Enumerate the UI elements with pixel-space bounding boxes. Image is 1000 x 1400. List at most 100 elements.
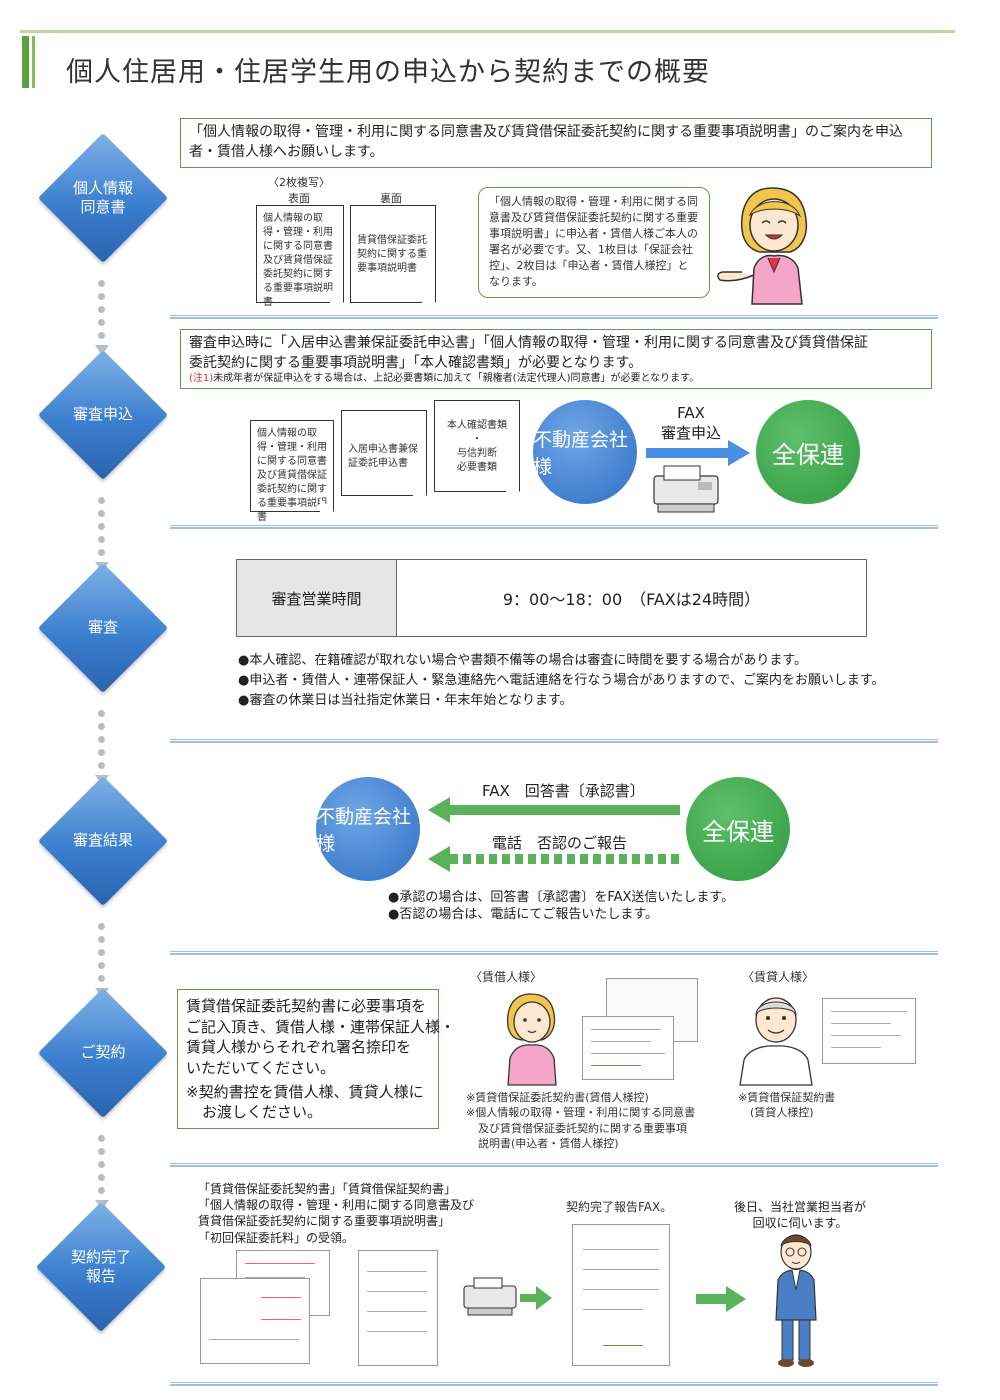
contract-thumbnail: [582, 1016, 674, 1080]
contract-guide-note: ※契約書控を賃借人様、賃貸人様に: [186, 1082, 424, 1101]
speech-bubble-text: 「個人情報の取得・管理・利用に関する同意書及び賃貸借保証委託契約に関する重要事項…: [489, 195, 698, 288]
copy-note: 〈2枚複写〉: [268, 176, 330, 189]
title-accent-bar-thin: [32, 36, 35, 88]
title-accent-bar: [22, 36, 29, 88]
business-hours-table: 審査営業時間 9：00～18：00 （FAXは24時間）: [236, 559, 867, 637]
left-arrow-icon: [428, 797, 680, 823]
list-item: ●否認の場合は、電話にてご報告いたします。: [388, 907, 659, 923]
staff-line: 後日、当社営業担当者が: [733, 1200, 866, 1214]
step-diamond-application: 審査申込: [37, 349, 169, 481]
real-estate-agency-circle: 不動産会社様: [316, 777, 420, 881]
step-connector: [95, 923, 109, 998]
real-estate-agency-circle: 不動産会社様: [533, 400, 637, 504]
application-guide-line1: 審査申込時に「入居申込書兼保証委託申込書」「個人情報の取得・管理・利用に関する同…: [189, 335, 868, 351]
landlord-notes: ※賃貸借保証契約書 (賃貸人様控): [738, 1090, 835, 1121]
list-item: (賃貸人様控): [750, 1106, 814, 1120]
list-item: ※賃貸借保証契約書: [738, 1091, 836, 1104]
section-divider: [170, 1163, 938, 1167]
dashed-left-arrow-icon: [428, 846, 680, 872]
consent-guide-box: 「個人情報の取得・管理・利用に関する同意書及び賃貸借保証委託契約に関する重要事項…: [180, 118, 932, 168]
completion-report-thumbnail: [572, 1224, 670, 1366]
step-connector: [95, 710, 109, 785]
company-label: 全保連: [702, 817, 774, 846]
right-arrow-icon: [696, 1286, 746, 1312]
section-divider: [170, 951, 938, 955]
contract-thumbnail: [358, 1250, 438, 1366]
step-diamond-consent: 個人情報同意書: [37, 132, 169, 264]
contract-guide-line: いただいてください。: [186, 1059, 336, 1078]
contract-thumbnail: [200, 1278, 310, 1364]
step-diamond-completion: 契約完了報告: [35, 1201, 167, 1333]
consent-guide-text: 「個人情報の取得・管理・利用に関する同意書及び賃貸借保証委託契約に関する重要事項…: [189, 124, 903, 160]
contract-guide-note-2: お渡しください。: [202, 1103, 323, 1122]
consent-form-back-text: 賃貸借保証委託契約に関する重要事項説明書: [357, 235, 427, 274]
business-hours-label: 審査営業時間: [237, 560, 397, 636]
fax-application-label: FAX 審査申込: [660, 404, 722, 443]
application-form-doc: 入居申込書兼保証委託申込書: [341, 410, 427, 496]
received-line: 賃貸借保証委託契約に関する重要事項説明書」: [198, 1214, 451, 1229]
note-prefix: (注1): [189, 373, 214, 385]
minor-note-text: 未成年者が保証申込をする場合は、上記必要書類に加えて「親権者(法定代理人)同意書…: [213, 373, 700, 385]
received-line: 「初回保証委託料」の受領。: [198, 1230, 355, 1245]
step-label: 審査: [87, 618, 118, 637]
review-notes: ●本人確認、在籍確認が取れない場合や書類不備等の場合は審査に時間を要する場合があ…: [238, 651, 885, 711]
contract-guide-line: 賃貸人様からそれぞれ署名捺印を: [186, 1038, 412, 1057]
id-doc-line3: 与信判断: [457, 448, 497, 459]
tenant-label: 〈賃借人様〉: [470, 970, 543, 984]
zenhoren-circle: 全保連: [686, 777, 790, 881]
zenhoren-circle: 全保連: [756, 400, 860, 504]
received-documents-text: 「賃貸借保証委託契約書」「賃貸借保証契約書」 「個人情報の取得・管理・利用に関す…: [198, 1181, 474, 1246]
fax-label: FAX: [677, 404, 705, 422]
fax-machine-icon: [463, 1277, 552, 1316]
tenant-notes: ※賃貸借保証委託契約書(賃借人様控) ※個人情報の取得・管理・利用に関する同意書…: [466, 1090, 695, 1152]
step-connector: [95, 497, 109, 572]
id-doc-line4: 必要書類: [457, 462, 497, 473]
consent-form-back: 賃貸借保証委託契約に関する重要事項説明書: [350, 205, 436, 303]
front-label: 表面: [288, 192, 310, 205]
step-label: 審査申込: [72, 405, 133, 424]
section-divider: [170, 525, 938, 529]
company-label: 全保連: [772, 440, 844, 469]
application-guide-box: 審査申込時に「入居申込書兼保証委託申込書」「個人情報の取得・管理・利用に関する同…: [180, 329, 932, 389]
agency-label: 不動産会社様: [533, 429, 629, 478]
fax-application-text: 審査申込: [660, 423, 721, 442]
contract-guide-box: 賃貸借保証委託契約書に必要事項を ご記入頂き、賃借人様・連帯保証人様・ 賃貸人様…: [177, 989, 455, 1129]
step-label: 審査結果: [72, 831, 133, 850]
section-divider: [170, 739, 938, 743]
back-label: 裏面: [380, 192, 402, 205]
result-notes: ●承認の場合は、回答書〔承認書〕をFAX送信いたします。 ●否認の場合は、電話に…: [388, 888, 734, 925]
received-line: 「個人情報の取得・管理・利用に関する同意書及び: [198, 1198, 475, 1213]
list-item: 及び賃貸借保証委託契約に関する重要事項: [478, 1121, 687, 1135]
consent-form-front: 個人情報の取得・管理・利用に関する同意書及び賃貸借保証委託契約に関する重要事項説…: [256, 205, 344, 308]
list-item: ●本人確認、在籍確認が取れない場合や書類不備等の場合は審査に時間を要する場合があ…: [238, 653, 808, 668]
business-hours-value: 9：00～18：00 （FAXは24時間）: [502, 590, 761, 609]
page-title: 個人住居用・住居学生用の申込から契約までの概要: [66, 57, 710, 88]
fax-answer-label: FAX 回答書〔承認書〕: [482, 782, 645, 800]
fax-report-label: 契約完了報告FAX。: [566, 1200, 673, 1214]
fax-machine-icon: [653, 465, 719, 513]
landlord-label: 〈賃貸人様〉: [742, 970, 815, 984]
application-form-doc-text: 入居申込書兼保証委託申込書: [348, 444, 418, 469]
staff-collection-text: 後日、当社営業担当者が 回収に伺います。: [730, 1199, 870, 1231]
step-label: 契約完了: [70, 1247, 131, 1266]
step-label-2: 報告: [85, 1267, 116, 1285]
id-doc-line2: ・: [472, 434, 482, 445]
phone-rejection-label: 電話 否認のご報告: [492, 834, 628, 852]
list-item: ●審査の休業日は当社指定休業日・年末年始となります。: [238, 693, 573, 709]
step-diamond-review: 審査: [37, 562, 169, 694]
list-item: ●承認の場合は、回答書〔承認書〕をFAX送信いたします。: [388, 890, 735, 905]
id-documents-doc: 本人確認書類 ・ 与信判断 必要書類: [434, 400, 520, 492]
consent-form-front-text: 個人情報の取得・管理・利用に関する同意書及び賃貸借保証委託契約に関する重要事項説…: [263, 213, 333, 308]
step-connector: [95, 280, 109, 355]
step-connector: [95, 1135, 109, 1210]
list-item: ※個人情報の取得・管理・利用に関する同意書: [466, 1106, 696, 1120]
list-item: 説明書(申込者・賃借人様控): [478, 1137, 619, 1151]
application-guide-line2: 委託契約に関する重要事項説明書」「本人確認書類」が必要となります。: [189, 354, 643, 371]
step-label: ご契約: [80, 1043, 126, 1062]
contract-guide-line: 賃貸借保証委託契約書に必要事項を: [186, 997, 427, 1015]
received-line: 「賃貸借保証委託契約書」「賃貸借保証契約書」: [198, 1182, 457, 1196]
id-doc-line1: 本人確認書類: [447, 420, 507, 431]
landlord-man-illustration: [739, 997, 813, 1086]
step-label-2: 同意書: [80, 198, 126, 216]
list-item: ※賃貸借保証委託契約書(賃借人様控): [466, 1091, 649, 1104]
